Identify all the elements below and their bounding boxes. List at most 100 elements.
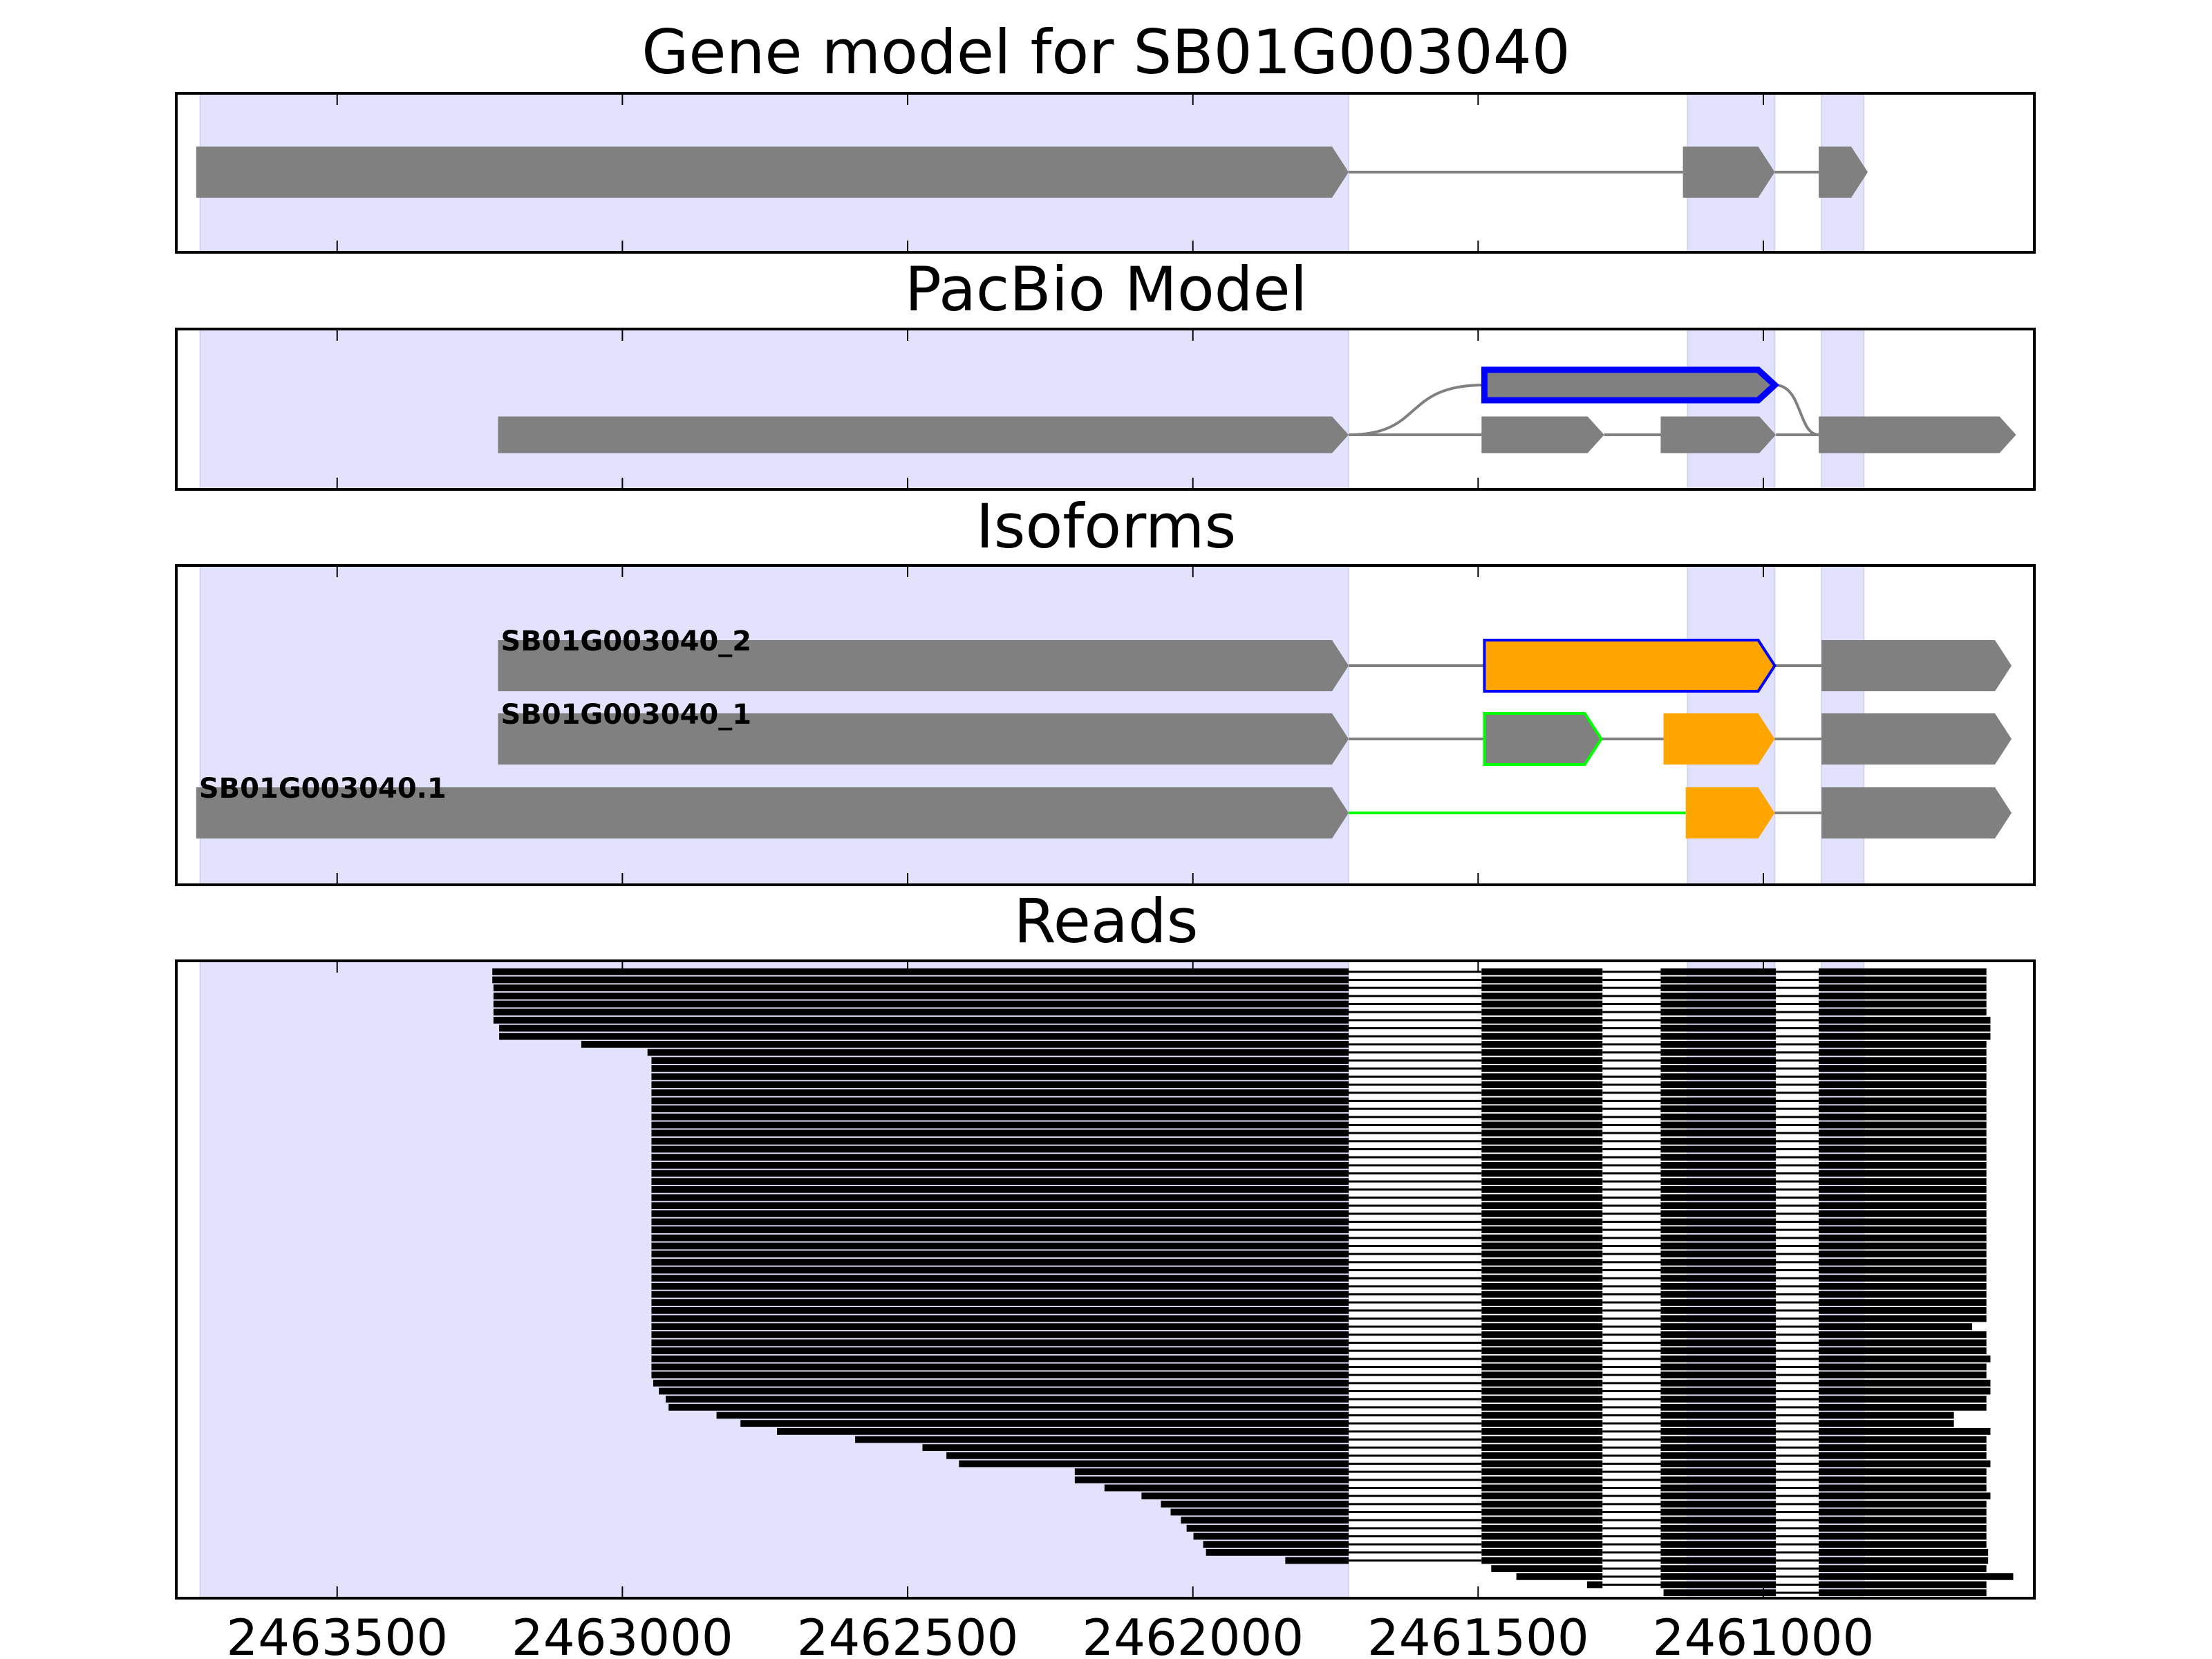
read — [651, 1355, 1991, 1362]
read-block — [1481, 1355, 1603, 1362]
read-block — [1660, 1130, 1777, 1137]
read-block — [1481, 1202, 1603, 1210]
exon-block — [196, 147, 1349, 198]
read-block — [1660, 1573, 1777, 1580]
read — [651, 1097, 1987, 1105]
read-block — [1481, 1363, 1603, 1371]
read-block — [1660, 1178, 1777, 1185]
read-block — [959, 1460, 1349, 1468]
read — [651, 1218, 1987, 1226]
read — [651, 1161, 1987, 1169]
read-block — [651, 1371, 1349, 1379]
read-block — [1819, 1185, 1987, 1193]
read-block — [1660, 1081, 1777, 1089]
read-block — [1481, 976, 1603, 984]
read-block — [1660, 1355, 1777, 1362]
read — [651, 1081, 1987, 1089]
read — [1104, 1484, 1987, 1492]
read-block — [1203, 1541, 1349, 1548]
read-block — [1481, 1178, 1603, 1185]
read — [1170, 1508, 1987, 1516]
read-block — [1819, 1323, 1973, 1331]
read-block — [1819, 976, 1987, 984]
read-block — [1660, 1500, 1777, 1508]
read-block — [1481, 1548, 1603, 1556]
read-block — [651, 1275, 1349, 1282]
read — [647, 1049, 1987, 1056]
read-block — [1819, 1275, 1987, 1282]
read-block — [1819, 1226, 1987, 1234]
read — [499, 1033, 1991, 1040]
exon-block — [1819, 147, 1868, 198]
read — [651, 1154, 1987, 1161]
read-block — [1819, 1548, 1989, 1556]
read-block — [1819, 1234, 1987, 1241]
read-block — [1481, 1427, 1603, 1435]
read-block — [1660, 1524, 1777, 1532]
isoform-label: SB01G003040_2 — [500, 626, 751, 657]
read-block — [651, 1185, 1349, 1193]
read-block — [1481, 1387, 1603, 1395]
read — [740, 1420, 1954, 1427]
exon-block — [196, 787, 1349, 838]
read-block — [1660, 1427, 1777, 1435]
read-block — [1819, 1306, 1987, 1314]
exon-block — [1821, 787, 2012, 838]
read-block — [651, 1113, 1349, 1121]
axes-frame — [175, 564, 2036, 886]
read-block — [1481, 1315, 1603, 1322]
read — [1141, 1492, 1991, 1500]
read-block — [1141, 1492, 1349, 1500]
shaded-region — [1821, 328, 1865, 490]
read-block — [666, 1396, 1349, 1403]
shaded-region — [199, 328, 1349, 490]
read-block — [1481, 1065, 1603, 1072]
read-block — [1481, 1557, 1603, 1564]
read-block — [1193, 1533, 1349, 1540]
read-block — [1819, 1105, 1987, 1113]
read-block — [1660, 1581, 1777, 1588]
read-block — [1819, 1057, 1987, 1065]
read-block — [651, 1363, 1349, 1371]
read — [1206, 1548, 1989, 1556]
read — [659, 1387, 1991, 1395]
read-block — [1819, 1170, 1987, 1177]
read-block — [651, 1170, 1349, 1177]
read — [1193, 1533, 1987, 1540]
read-block — [1074, 1468, 1349, 1476]
read-block — [1660, 1541, 1777, 1548]
read-block — [651, 1347, 1349, 1355]
read-block — [651, 1081, 1349, 1089]
read — [1663, 1589, 1987, 1597]
read-block — [1481, 1073, 1603, 1080]
read-block — [1819, 1524, 1987, 1532]
read — [651, 1363, 1987, 1371]
read-block — [1660, 1533, 1777, 1540]
read-block — [1660, 1065, 1777, 1072]
read-block — [1481, 1533, 1603, 1540]
read — [1074, 1468, 1987, 1476]
read-block — [1481, 1412, 1603, 1419]
exon-block — [1660, 416, 1777, 453]
read-block — [1660, 1306, 1777, 1314]
read-block — [1660, 1331, 1777, 1338]
read-block — [1074, 1476, 1349, 1483]
read-block — [1660, 1460, 1777, 1468]
read-block — [1819, 1339, 1987, 1347]
read-block — [1819, 1420, 1954, 1427]
read-block — [651, 1065, 1349, 1072]
read-block — [651, 1105, 1349, 1113]
read-block — [1481, 1097, 1603, 1105]
read — [651, 1266, 1987, 1274]
read-block — [1660, 1323, 1777, 1331]
read-block — [1660, 1347, 1777, 1355]
read-block — [1660, 1089, 1777, 1096]
read-block — [1481, 1371, 1603, 1379]
read-block — [1819, 1024, 1991, 1032]
read-block — [1481, 1379, 1603, 1387]
read — [1203, 1541, 1987, 1548]
read-block — [1660, 1057, 1777, 1065]
read-block — [1819, 1178, 1987, 1185]
read — [651, 1130, 1987, 1137]
read — [493, 1009, 1987, 1016]
